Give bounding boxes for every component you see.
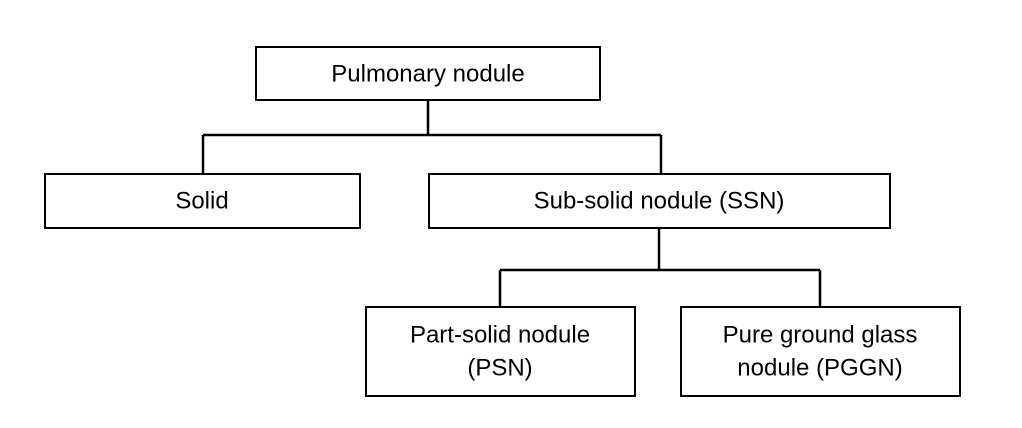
connectors <box>201 100 822 307</box>
node-label-line1: Part-solid nodule <box>410 322 590 349</box>
node-box <box>255 46 601 101</box>
node-pulmonary-nodule: Pulmonary nodule <box>255 46 601 101</box>
node-pure-ground-glass-nodule: Pure ground glass nodule (PGGN) <box>680 306 961 397</box>
node-label-line2: nodule (PGGN) <box>737 355 902 382</box>
node-label-line1: Pure ground glass <box>723 322 918 349</box>
node-box <box>44 173 361 229</box>
node-label: Solid <box>175 188 228 215</box>
node-label: Sub-solid nodule (SSN) <box>534 188 785 215</box>
node-part-solid-nodule: Part-solid nodule (PSN) <box>365 306 636 397</box>
node-sub-solid-nodule: Sub-solid nodule (SSN) <box>428 173 891 229</box>
node-solid: Solid <box>44 173 361 229</box>
node-box <box>680 306 961 397</box>
node-box <box>428 173 891 229</box>
connector-root-to-children <box>201 100 663 174</box>
connector-ssn-to-children <box>498 228 822 307</box>
node-label-line2: (PSN) <box>467 355 532 382</box>
node-box <box>365 306 636 397</box>
node-label: Pulmonary nodule <box>331 61 524 88</box>
